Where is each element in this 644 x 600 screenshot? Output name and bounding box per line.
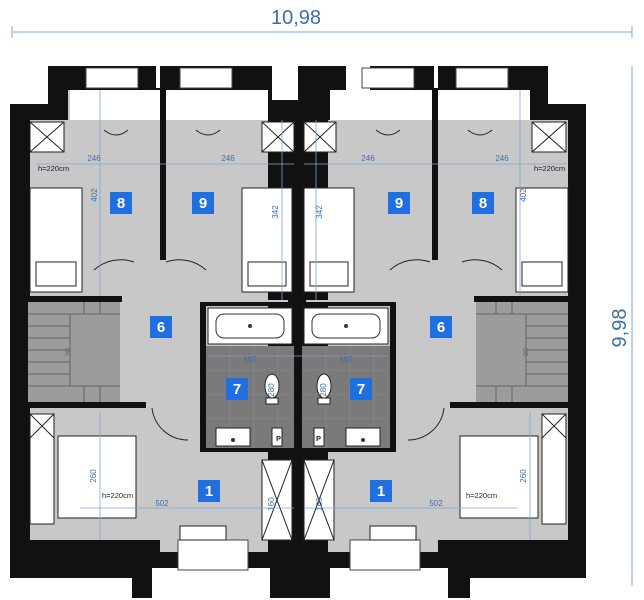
dim-502-left: 502	[155, 499, 169, 508]
dimension-labels: 246 246 246 246 402 402 342 342 165 165 …	[65, 154, 530, 511]
overall-depth-dimension: 9,98	[609, 66, 633, 586]
height-note-top-right: h=220cm	[534, 164, 565, 173]
furniture	[29, 121, 569, 541]
overall-width-dimension: 10,98	[11, 7, 633, 38]
dim-165-right: 165	[339, 355, 353, 364]
dim-280-right: 280	[319, 383, 328, 397]
bathrooms	[206, 307, 390, 448]
dim-160-right: 160	[315, 497, 324, 511]
room-label-7-left: 7	[233, 381, 241, 398]
dim-342-left: 342	[271, 205, 280, 219]
room-label-8-right: 8	[479, 195, 487, 212]
room-label-1-left: 1	[205, 483, 213, 500]
room-label-1-right: 1	[377, 483, 385, 500]
room-label-6-right: 6	[437, 319, 445, 336]
dim-246-left-b: 246	[221, 154, 235, 163]
room-label-9-left: 9	[199, 195, 207, 212]
utility-label-left: P	[276, 434, 281, 443]
room-label-6-left: 6	[157, 319, 165, 336]
overall-depth-label: 9,98	[609, 309, 631, 348]
dim-342-right: 342	[315, 205, 324, 219]
room-label-9-right: 9	[395, 195, 403, 212]
dimension-lines	[36, 90, 566, 540]
height-note-bottom-left: h=220cm	[102, 491, 133, 500]
dim-246-right-a: 246	[361, 154, 375, 163]
staircases	[28, 302, 568, 402]
height-note-bottom-right: h=220cm	[466, 491, 497, 500]
window-bays	[70, 67, 530, 571]
room-label-7-right: 7	[357, 381, 365, 398]
room-label-8-left: 8	[117, 195, 125, 212]
dim-246-left-a: 246	[87, 154, 101, 163]
dim-165-left: 165	[243, 355, 257, 364]
utility-label-right: P	[316, 434, 321, 443]
height-notes: h=220cm h=220cm h=220cm h=220cm P P	[38, 164, 565, 500]
door-swings	[93, 259, 503, 441]
height-note-top-left: h=220cm	[38, 164, 69, 173]
dim-246-right-b: 246	[495, 154, 509, 163]
dim-402-right: 402	[519, 188, 528, 202]
dim-402-left: 402	[90, 188, 99, 202]
dim-280-left: 280	[267, 383, 276, 397]
dim-160-left: 160	[267, 497, 276, 511]
room-labels: 8 9 9 8 6 6 7 7 1 1	[110, 192, 494, 502]
dim-90-right: 90	[523, 348, 530, 356]
overall-width-label: 10,98	[271, 7, 321, 29]
dim-260-left: 260	[89, 469, 98, 483]
dim-260-right: 260	[519, 469, 528, 483]
dim-502-right: 502	[429, 499, 443, 508]
dim-90-left: 90	[65, 348, 72, 356]
